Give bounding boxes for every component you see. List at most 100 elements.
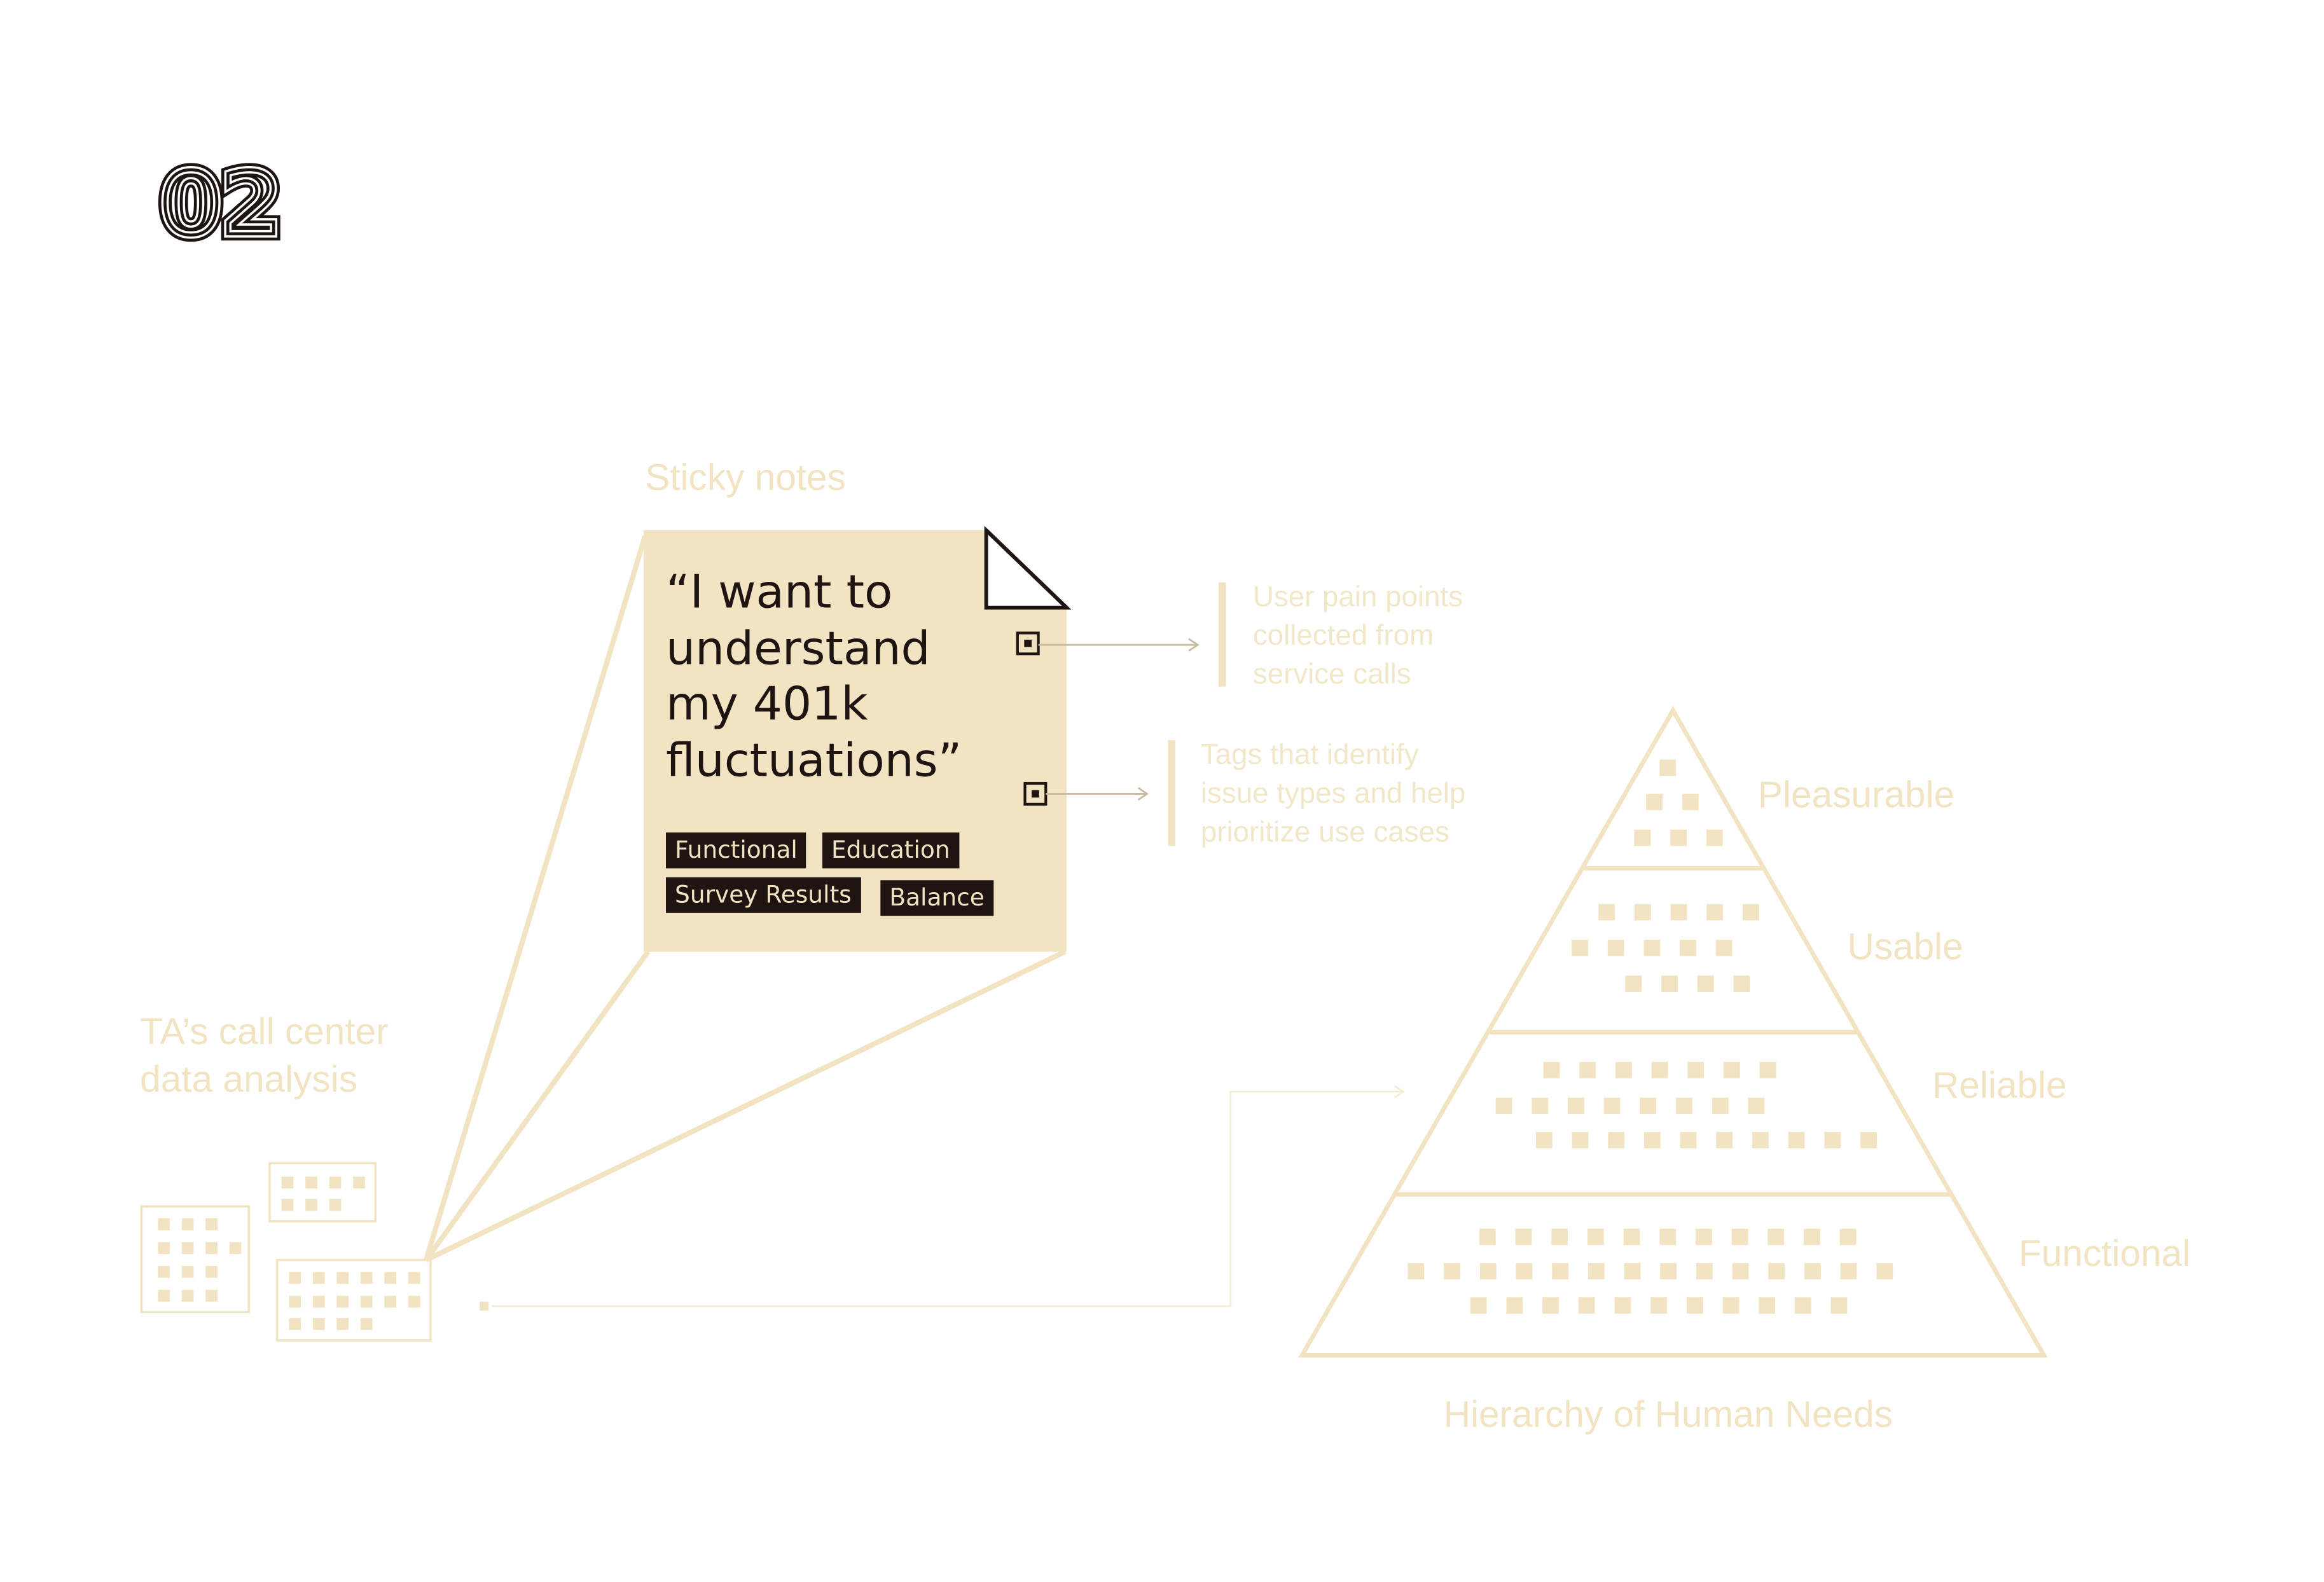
pyramid-dot: [1733, 975, 1750, 992]
card-dot: [205, 1265, 218, 1278]
cards-to-pyramid-connector: [480, 1085, 1405, 1311]
pyramid-dot: [1686, 1297, 1703, 1314]
card-dot: [305, 1199, 317, 1211]
pyramid-dot: [1587, 1263, 1605, 1280]
card-dot: [336, 1317, 349, 1330]
pyramid-dot: [1759, 1062, 1776, 1078]
annotation-bars: [1168, 582, 1226, 846]
pyramid-dot: [1731, 1228, 1748, 1246]
pyramid-dot: [1840, 1263, 1857, 1280]
pyramid-dot: [1625, 975, 1642, 992]
sticky-note-quote: “I want to understand my 401k fluctuatio…: [666, 566, 962, 787]
pyramid-dot: [1634, 829, 1651, 846]
call-center-data-dots: [158, 1176, 420, 1330]
pyramid-dot: [1660, 1263, 1677, 1280]
card-dot: [289, 1317, 301, 1330]
pyramid-dot: [1444, 1263, 1460, 1280]
pyramid-dot: [1615, 1062, 1632, 1078]
pyramid-dot: [1876, 1263, 1893, 1280]
pyramid-dot: [1607, 939, 1624, 956]
pyramid-dot: [1634, 904, 1651, 921]
card-dot: [360, 1295, 373, 1308]
pyramid-dot: [1624, 1263, 1641, 1280]
pain-points-annotation: User pain points collected from service …: [1252, 581, 1463, 691]
pyramid-dot: [1608, 1132, 1625, 1148]
pyramid-dot: [1680, 939, 1696, 956]
card-dot: [329, 1199, 342, 1211]
card-dot: [305, 1176, 317, 1189]
card-dot: [158, 1218, 170, 1230]
pyramid-dot: [1748, 1097, 1765, 1115]
pyramid-dot: [1659, 1228, 1677, 1246]
pyramid-dot: [1587, 1228, 1604, 1246]
pyramid-dot: [1724, 1062, 1740, 1078]
pyramid-dot: [1542, 1297, 1559, 1314]
pyramid-dot: [1506, 1297, 1523, 1314]
card-dot: [336, 1295, 349, 1308]
level-usable: Usable: [1847, 926, 1963, 968]
card-dot: [312, 1317, 325, 1330]
pyramid-dot: [1830, 1297, 1848, 1314]
pyramid-dot: [1696, 1263, 1713, 1280]
pyramid-dot: [1732, 1263, 1749, 1280]
pyramid-dot: [1495, 1097, 1512, 1115]
pyramid-dot: [1479, 1263, 1497, 1280]
card-dot: [158, 1290, 170, 1302]
card-dot: [281, 1199, 294, 1211]
card-dot: [408, 1272, 420, 1284]
card-dot: [353, 1176, 365, 1189]
call-center-label: TA’s call center data analysis: [140, 1011, 389, 1101]
tag-survey-results: Survey Results: [666, 877, 861, 913]
pyramid-dot: [1804, 1228, 1820, 1246]
pyramid-data-dots: [1408, 759, 1893, 1314]
pyramid-dot: [1650, 1297, 1668, 1314]
pyramid-dot: [1706, 904, 1724, 921]
pyramid-dot: [1646, 794, 1663, 811]
pyramid-dot: [1532, 1097, 1549, 1115]
zoom-lines: [423, 535, 1067, 1263]
level-functional: Functional: [2018, 1233, 2191, 1276]
card-dot: [336, 1272, 349, 1284]
pyramid-dot: [1795, 1297, 1811, 1314]
pyramid-dot: [1670, 904, 1687, 921]
tag-education: Education: [822, 832, 959, 869]
card-dot: [289, 1272, 301, 1284]
pain-point-marker-icon: [1016, 631, 1040, 656]
card-dot: [312, 1272, 325, 1284]
section-number: 02 02 02: [154, 148, 287, 261]
pyramid-dot: [1640, 1097, 1657, 1115]
pyramid-dot: [1659, 759, 1677, 776]
card-dot: [205, 1242, 218, 1255]
card-dot: [181, 1290, 194, 1302]
card-dot: [360, 1272, 373, 1284]
section-number-outer: 02: [161, 155, 281, 255]
pyramid-dot: [1860, 1132, 1877, 1148]
card-dot: [384, 1295, 397, 1308]
pyramid-dot: [1676, 1097, 1692, 1115]
pyramid-dot: [1470, 1297, 1487, 1314]
card-dot: [205, 1290, 218, 1302]
card-dot: [360, 1317, 373, 1330]
pyramid-dot: [1767, 1228, 1785, 1246]
card-dot: [408, 1295, 420, 1308]
pyramid-dot: [1788, 1132, 1805, 1148]
pyramid-dot: [1516, 1263, 1533, 1280]
pyramid-dot: [1479, 1228, 1496, 1246]
pyramid-dot: [1804, 1263, 1821, 1280]
pyramid-dot: [1687, 1062, 1705, 1078]
card-dot: [312, 1295, 325, 1308]
pyramid-dot: [1752, 1132, 1769, 1148]
pyramid-dot: [1706, 829, 1723, 846]
pyramid-dot: [1768, 1263, 1785, 1280]
pyramid-dot: [1598, 904, 1615, 921]
pyramid-dot: [1572, 1132, 1589, 1148]
pyramid-dot: [1408, 1263, 1425, 1280]
pyramid-dot: [1614, 1297, 1631, 1314]
pyramid-dot: [1743, 904, 1759, 921]
card-dot: [229, 1242, 242, 1255]
pyramid-dot: [1715, 939, 1733, 956]
card-dot: [384, 1272, 397, 1284]
pyramid-dot: [1552, 1263, 1568, 1280]
